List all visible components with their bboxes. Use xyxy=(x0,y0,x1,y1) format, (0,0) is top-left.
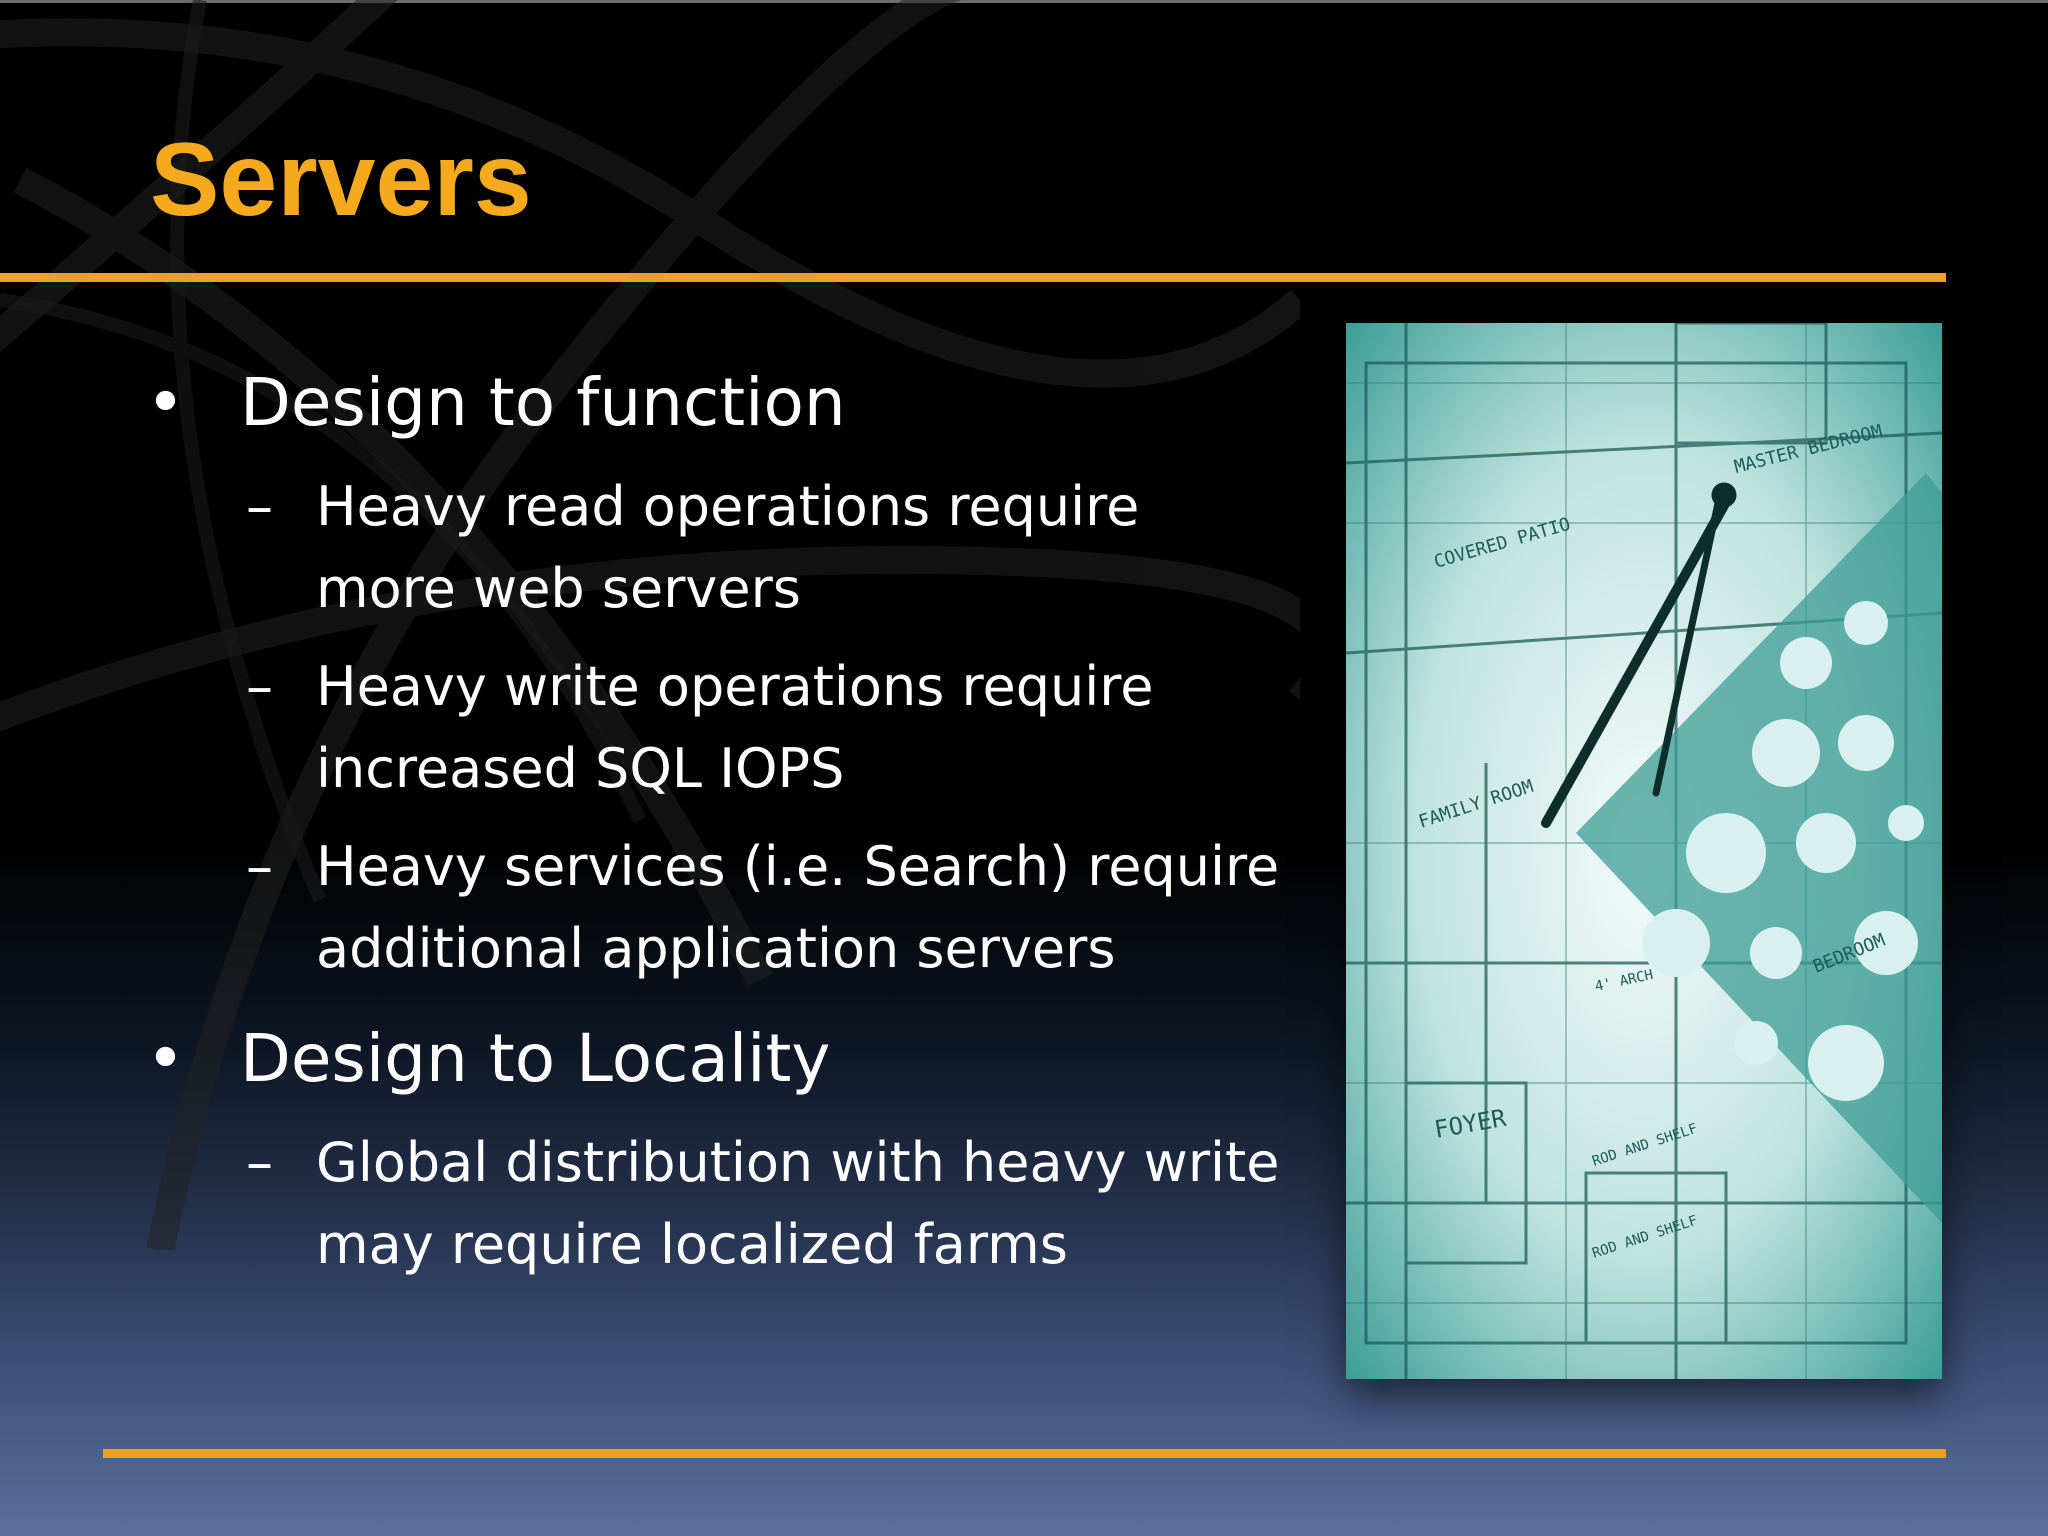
top-edge xyxy=(0,0,2048,3)
bullet-list: • Design to function – Heavy read operat… xyxy=(140,362,1290,1286)
sub-bullet-text: Global distribution with heavy write may… xyxy=(316,1131,1280,1276)
bullet-item: • Design to function xyxy=(140,362,1290,444)
bullet-item: • Design to Locality xyxy=(140,1018,1290,1100)
bullet-text: Design to Locality xyxy=(240,1020,831,1097)
sub-bullet-text: Heavy write operations require increased… xyxy=(316,655,1154,800)
footer-divider xyxy=(103,1449,1946,1458)
bullet-marker: • xyxy=(146,364,185,441)
dash-marker: – xyxy=(246,475,273,538)
slide-title: Servers xyxy=(150,122,532,238)
sub-bullet-item: – Global distribution with heavy write m… xyxy=(140,1122,1290,1286)
sub-bullet-item: – Heavy services (i.e. Search) require a… xyxy=(140,826,1290,990)
dash-marker: – xyxy=(246,1131,273,1194)
sub-bullet-text: Heavy services (i.e. Search) require add… xyxy=(316,835,1280,980)
bullet-marker: • xyxy=(146,1020,185,1097)
sub-bullet-item: – Heavy write operations require increas… xyxy=(140,646,1290,810)
title-divider xyxy=(0,273,1946,282)
bullet-text: Design to function xyxy=(240,364,846,441)
sub-bullet-item: – Heavy read operations require more web… xyxy=(140,466,1290,630)
dash-marker: – xyxy=(246,655,273,718)
sub-bullet-text: Heavy read operations require more web s… xyxy=(316,475,1140,620)
dash-marker: – xyxy=(246,835,273,898)
blueprint-photo: MASTER BEDROOM COVERED PATIO FAMILY ROOM… xyxy=(1346,323,1942,1379)
background-ornament xyxy=(0,0,1300,1250)
